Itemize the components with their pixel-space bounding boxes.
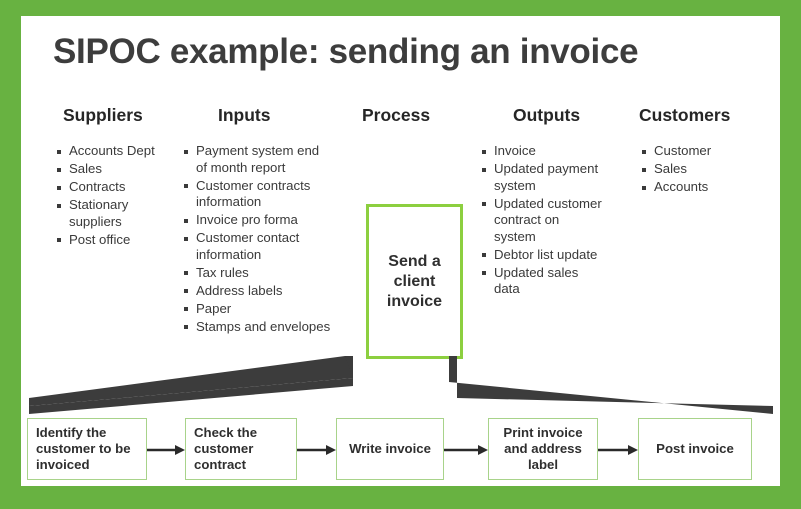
list-item: Customer contracts information — [183, 178, 333, 211]
column-list-inputs: Payment system end of month report Custo… — [183, 143, 333, 337]
column-list-customers: Customer Sales Accounts — [641, 143, 759, 197]
flow-step-label: Identify the customer to be invoiced — [36, 425, 131, 472]
list-item: Stamps and envelopes — [183, 319, 333, 336]
list-item: Payment system end of month report — [183, 143, 333, 176]
column-header-suppliers: Suppliers — [63, 105, 143, 125]
flow-step-3[interactable]: Write invoice — [336, 418, 444, 480]
column-header-inputs: Inputs — [218, 105, 271, 125]
list-item: Tax rules — [183, 265, 333, 282]
flow-step-label: Post invoice — [656, 441, 734, 456]
list-item: Customer contact information — [183, 230, 333, 263]
flow-step-1[interactable]: Identify the customer to be invoiced — [27, 418, 147, 480]
column-list-outputs: Invoice Updated payment system Updated c… — [481, 143, 603, 299]
column-header-customers: Customers — [639, 105, 731, 125]
list-item: Sales — [641, 161, 759, 178]
list-item: Customer — [641, 143, 759, 160]
flow-step-4[interactable]: Print invoice and address label — [488, 418, 598, 480]
list-item: Updated customer contract on system — [481, 196, 603, 246]
list-item: Paper — [183, 301, 333, 318]
list-item: Sales — [56, 161, 181, 178]
list-item: Updated payment system — [481, 161, 603, 194]
flow-step-label: Check the customer contract — [194, 425, 258, 472]
flow-arrow-4-icon — [598, 445, 638, 455]
diagram-canvas: SIPOC example: sending an invoice Suppli… — [21, 16, 780, 486]
list-item: Accounts Dept — [56, 143, 181, 160]
process-box[interactable]: Send a client invoice — [366, 204, 463, 359]
list-item: Invoice pro forma — [183, 212, 333, 229]
flow-step-5[interactable]: Post invoice — [638, 418, 752, 480]
column-header-process: Process — [362, 105, 431, 125]
flow-step-2[interactable]: Check the customer contract — [185, 418, 297, 480]
flow-arrow-2-icon — [297, 445, 336, 455]
list-item: Contracts — [56, 179, 181, 196]
flow-arrow-1-icon — [147, 445, 185, 455]
list-item: Stationary suppliers — [56, 197, 181, 230]
list-item: Invoice — [481, 143, 603, 160]
page-title: SIPOC example: sending an invoice — [53, 32, 639, 71]
flow-arrow-3-icon — [444, 445, 488, 455]
list-item: Address labels — [183, 283, 333, 300]
flow-step-label: Print invoice and address label — [503, 425, 583, 472]
funnel-connector — [29, 356, 773, 414]
list-item: Updated sales data — [481, 265, 603, 298]
list-item: Debtor list update — [481, 247, 603, 264]
list-item: Accounts — [641, 179, 759, 196]
flow-step-label: Write invoice — [349, 441, 431, 456]
process-box-label: Send a client invoice — [386, 252, 443, 310]
column-header-outputs: Outputs — [513, 105, 581, 125]
list-item: Post office — [56, 232, 181, 249]
column-list-suppliers: Accounts Dept Sales Contracts Stationary… — [56, 143, 181, 250]
